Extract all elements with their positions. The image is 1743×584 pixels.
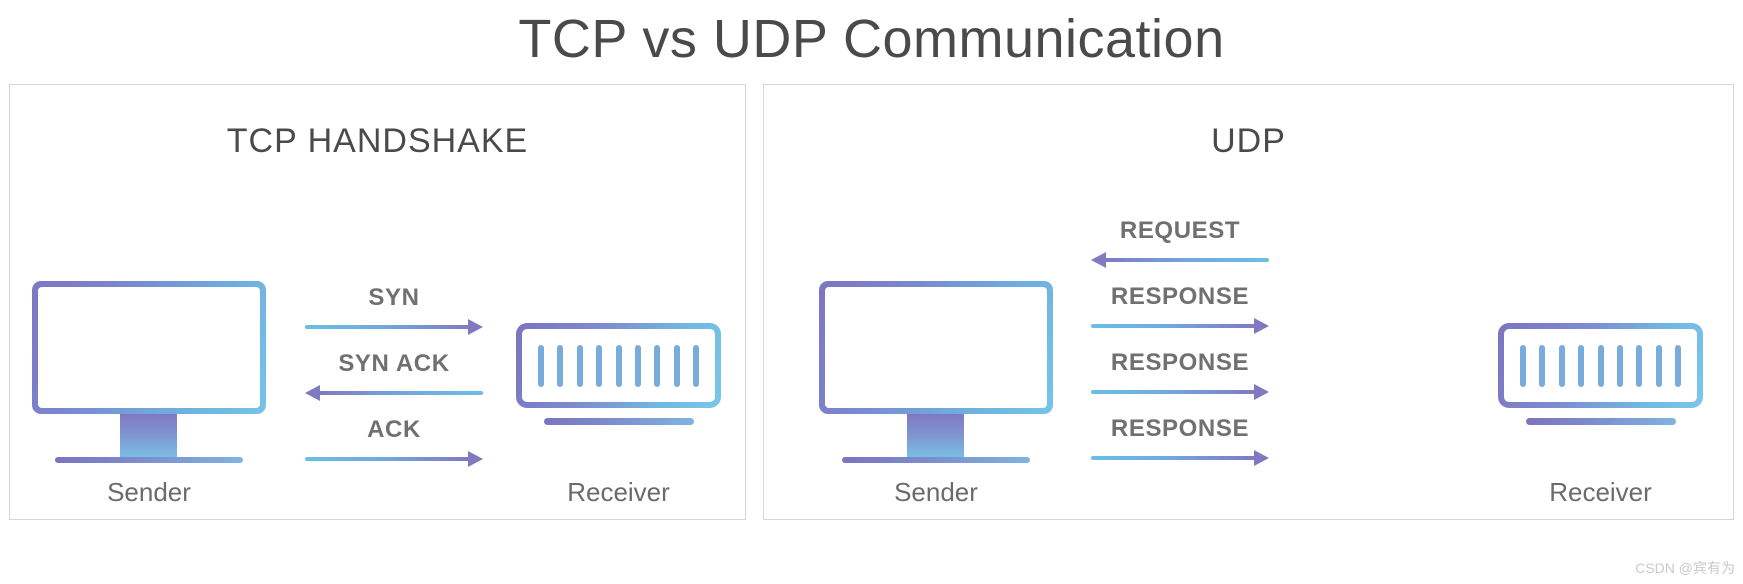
udp-receiver-server-icon [1498, 323, 1703, 438]
panel-tcp-handshake: TCP HANDSHAKE Sender Receiver SYN SYN A [9, 84, 746, 520]
panel-title-tcp: TCP HANDSHAKE [226, 122, 529, 160]
server-bar [1616, 345, 1623, 387]
server-bar [634, 345, 641, 387]
page-title: TCP vs UDP Communication [518, 9, 1225, 69]
server-foot [544, 418, 694, 425]
monitor-neck [120, 414, 177, 458]
server-bar [538, 345, 544, 387]
watermark: CSDN @宾有为 [1635, 560, 1735, 576]
udp-message-request-label: REQUEST [1119, 217, 1241, 244]
panel-title-udp: UDP [1211, 122, 1286, 160]
monitor-base [842, 457, 1030, 463]
server-bar [596, 345, 603, 387]
arrow-right-icon [305, 451, 483, 467]
server-bar [1636, 345, 1643, 387]
panel-udp: UDP Sender Receiver REQUEST RESPONSE [763, 84, 1734, 520]
udp-message-response-label: RESPONSE [1110, 415, 1250, 442]
server-bar [1597, 345, 1604, 387]
server-bar [615, 345, 622, 387]
arrow-right-icon [1091, 384, 1269, 400]
server-bar [557, 345, 564, 387]
server-bar [1520, 345, 1526, 387]
arrow-right-icon [1091, 450, 1269, 466]
monitor-screen [32, 281, 266, 414]
udp-sender-label: Sender [894, 477, 978, 507]
server-bar [1558, 345, 1565, 387]
tcp-message-ack-label: ACK [367, 416, 421, 443]
arrow-right-icon [1091, 318, 1269, 334]
tcp-sender-monitor-icon [32, 281, 266, 463]
server-bars [538, 345, 699, 387]
arrow-left-icon [305, 385, 483, 401]
server-bar [654, 345, 661, 387]
server-bar [1655, 345, 1662, 387]
monitor-neck [907, 414, 964, 458]
tcp-receiver-label: Receiver [567, 477, 670, 507]
udp-message-response-label: RESPONSE [1110, 349, 1250, 376]
udp-sender-monitor-icon [819, 281, 1053, 463]
arrow-left-icon [1091, 252, 1269, 268]
tcp-message-syn-label: SYN [368, 284, 420, 311]
arrow-right-icon [305, 319, 483, 335]
server-bars [1520, 345, 1681, 387]
monitor-screen [819, 281, 1053, 414]
tcp-receiver-server-icon [516, 323, 721, 438]
server-bar [1675, 345, 1681, 387]
udp-message-response-label: RESPONSE [1110, 283, 1250, 310]
server-bar [1539, 345, 1546, 387]
server-bar [693, 345, 699, 387]
tcp-sender-label: Sender [107, 477, 191, 507]
server-box [1498, 323, 1703, 408]
udp-receiver-label: Receiver [1549, 477, 1652, 507]
monitor-base [55, 457, 243, 463]
server-bar [1578, 345, 1585, 387]
server-bar [576, 345, 583, 387]
server-foot [1526, 418, 1676, 425]
server-bar [673, 345, 680, 387]
tcp-message-syn-ack-label: SYN ACK [338, 350, 450, 377]
